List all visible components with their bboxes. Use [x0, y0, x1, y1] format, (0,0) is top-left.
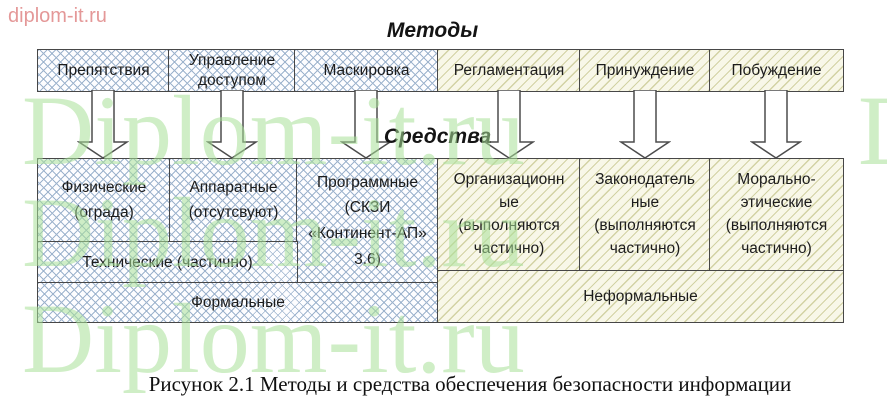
method-box-access-control: Управление доступом	[168, 49, 296, 92]
method-box-coercion: Принуждение	[579, 49, 711, 92]
method-box-obstacles: Препятствия	[37, 49, 170, 92]
means-box-technical: Технические (частично)	[37, 241, 298, 284]
site-watermark-large-clipped: Diplom-it.ru	[858, 81, 887, 181]
down-arrow-icon	[206, 90, 258, 159]
means-title: Средства	[383, 125, 492, 148]
down-arrow-icon	[619, 90, 671, 159]
down-arrow-icon	[483, 90, 535, 159]
means-box-legislative: Законодатель ные (выполняются частично)	[579, 158, 711, 272]
means-box-informal: Неформальные	[437, 270, 844, 323]
down-arrow-icon	[77, 90, 129, 159]
method-box-masking: Маскировка	[294, 49, 439, 92]
down-arrow-icon	[750, 90, 802, 159]
method-box-motivation: Побуждение	[709, 49, 844, 92]
down-arrow-icon	[340, 90, 392, 159]
means-box-software: Программные (СКЗИ «Континент-АП» 3.6)	[296, 158, 439, 284]
methods-title: Методы	[386, 19, 479, 42]
figure-caption: Рисунок 2.1 Методы и средства обеспечени…	[148, 372, 792, 396]
means-box-hardware: Аппаратные (отсутсвуют)	[169, 158, 298, 243]
means-box-organizational: Организационн ые (выполняются частично)	[437, 158, 581, 272]
means-box-moral-ethical: Морально- этические (выполняются частичн…	[709, 158, 844, 272]
method-box-regulation: Регламентация	[437, 49, 581, 92]
site-watermark-small: diplom-it.ru	[8, 5, 107, 27]
means-box-formal: Формальные	[37, 282, 439, 323]
means-box-physical: Физические (ограда)	[37, 158, 171, 243]
